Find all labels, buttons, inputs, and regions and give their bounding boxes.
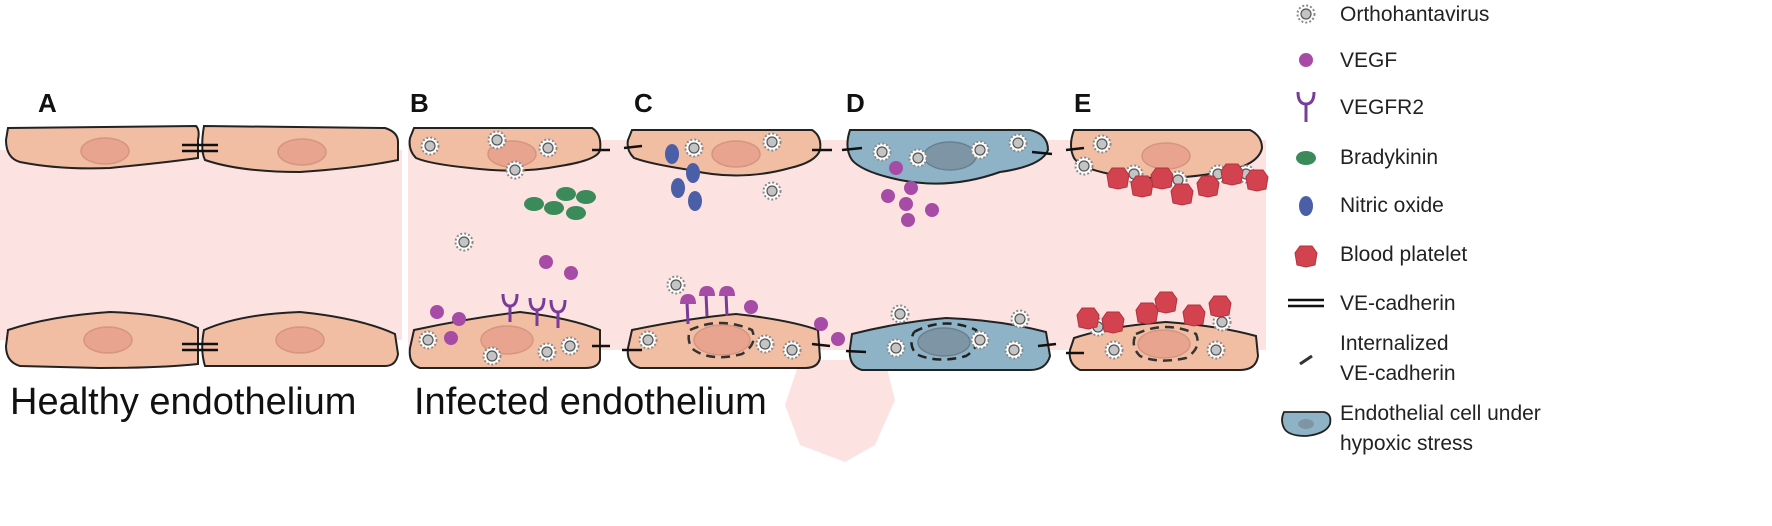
- panel-c-bottom-junction-right: [811, 342, 831, 348]
- legend-vegfr2-label: VEGFR2: [1340, 96, 1424, 119]
- legend-internalized-ve-cadherin-icon: [1299, 354, 1313, 366]
- legend-vegfr2-icon: [1296, 91, 1316, 122]
- vegf-group: [430, 161, 939, 346]
- legend-bradykinin-icon: [1296, 151, 1316, 165]
- panel-c-bottom-cell: [626, 312, 822, 369]
- healthy-top-cell-left: [4, 124, 200, 170]
- legend: Orthohantavirus VEGF VEGFR2 Bradykinin N…: [1281, 3, 1541, 455]
- panel-d-bottom-cell-hypoxic: [848, 316, 1052, 371]
- panel-e-top-junction: [1065, 146, 1085, 152]
- lumen-healthy: [0, 150, 402, 340]
- legend-hypoxic-line2: hypoxic stress: [1340, 432, 1473, 455]
- caption-healthy: Healthy endothelium: [10, 381, 356, 423]
- healthy-bottom-cell-right: [201, 310, 400, 367]
- panel-label-a: A: [38, 88, 57, 118]
- leaked-fluid: [785, 360, 895, 462]
- healthy-top-cell-right: [201, 124, 399, 174]
- panel-label-d: D: [846, 88, 865, 118]
- panel-label-e: E: [1074, 88, 1091, 118]
- legend-hypoxic-line1: Endothelial cell under: [1340, 402, 1541, 425]
- healthy-bottom-ve-cadherin: [182, 342, 218, 352]
- panel-label-c: C: [634, 88, 653, 118]
- legend-internalized-line2: VE-cadherin: [1340, 362, 1456, 385]
- panel-d-top-junction-right: [1031, 150, 1053, 156]
- legend-nitric-oxide-icon: [1299, 196, 1313, 216]
- healthy-bottom-cell-left: [4, 310, 199, 370]
- healthy-top-ve-cadherin: [182, 143, 218, 153]
- legend-orthohantavirus-label: Orthohantavirus: [1340, 3, 1489, 26]
- legend-blood-platelet-icon: [1294, 245, 1318, 268]
- panel-label-b: B: [410, 88, 429, 118]
- legend-orthohantavirus-icon: [1296, 4, 1316, 24]
- legend-bradykinin-label: Bradykinin: [1340, 146, 1438, 169]
- panel-b-top-cell: [408, 127, 602, 172]
- panel-d-bottom-junction-left: [845, 349, 867, 354]
- bradykinin-group: [524, 187, 596, 220]
- legend-blood-platelet-label: Blood platelet: [1340, 243, 1467, 266]
- panel-d-top-junction-left: [841, 146, 863, 152]
- legend-vegf-icon: [1299, 53, 1313, 67]
- caption-infected: Infected endothelium: [414, 381, 767, 423]
- legend-hypoxic-cell-icon: [1281, 411, 1332, 437]
- legend-vegf-label: VEGF: [1340, 49, 1397, 72]
- legend-ve-cadherin-label: VE-cadherin: [1340, 292, 1456, 315]
- legend-ve-cadherin-icon: [1288, 298, 1324, 308]
- panel-c-top-junction-left: [623, 144, 643, 150]
- panel-d-bottom-junction-right: [1037, 342, 1057, 348]
- legend-nitric-oxide-label: Nitric oxide: [1340, 194, 1444, 217]
- legend-internalized-line1: Internalized: [1340, 332, 1449, 355]
- nitric-oxide-group: [665, 144, 702, 211]
